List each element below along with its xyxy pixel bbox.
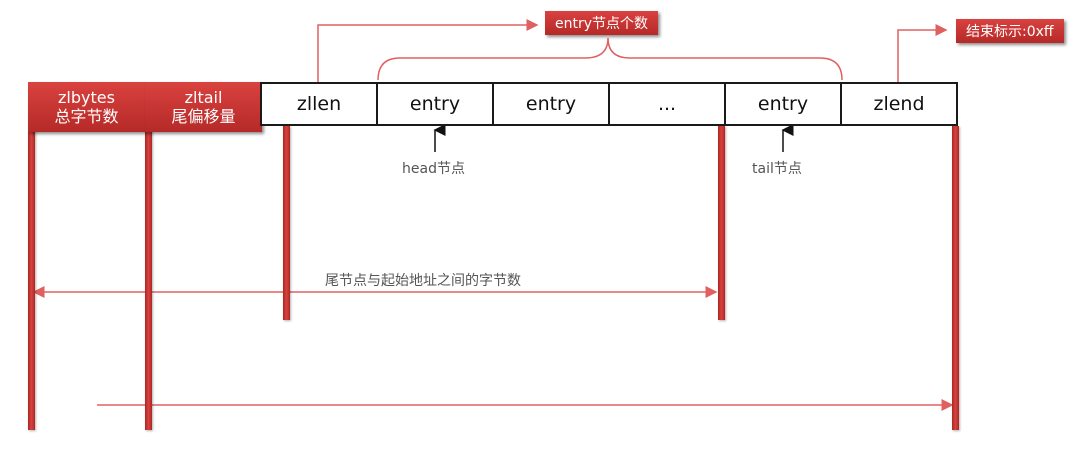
zllen-field: zllen [260,82,378,126]
zlbytes-name: zlbytes [58,88,115,107]
entry-brace [377,37,843,81]
entry-field-2: entry [492,82,610,126]
zlbytes-bar [28,130,35,430]
zlbytes-desc: 总字节数 [54,107,119,126]
tail-offset-label: 尾节点与起始地址之间的字节数 [325,273,521,289]
ellipsis-field: ... [608,82,726,126]
zlend-connector [897,24,948,82]
zlbytes-field: zlbytes 总字节数 [28,82,145,132]
zlend-field: zlend [840,82,958,126]
end-marker-label: 结束标示:0xff [956,19,1064,43]
zltail-desc: 尾偏移量 [171,107,236,126]
entry-field-tail: entry [724,82,842,126]
zltail-name: zltail [184,88,223,107]
tail-node-label: tail节点 [752,161,802,177]
zlend-bar [952,126,959,430]
head-node-label: head节点 [402,161,465,177]
zltail-bar [145,130,152,430]
zllen-connector [317,19,539,82]
zltail-field: zltail 尾偏移量 [145,82,262,132]
zllen-bar [283,126,290,320]
entry-count-label: entry节点个数 [545,11,659,35]
tail-entry-bar [718,126,725,320]
entry-field-1: entry [376,82,494,126]
